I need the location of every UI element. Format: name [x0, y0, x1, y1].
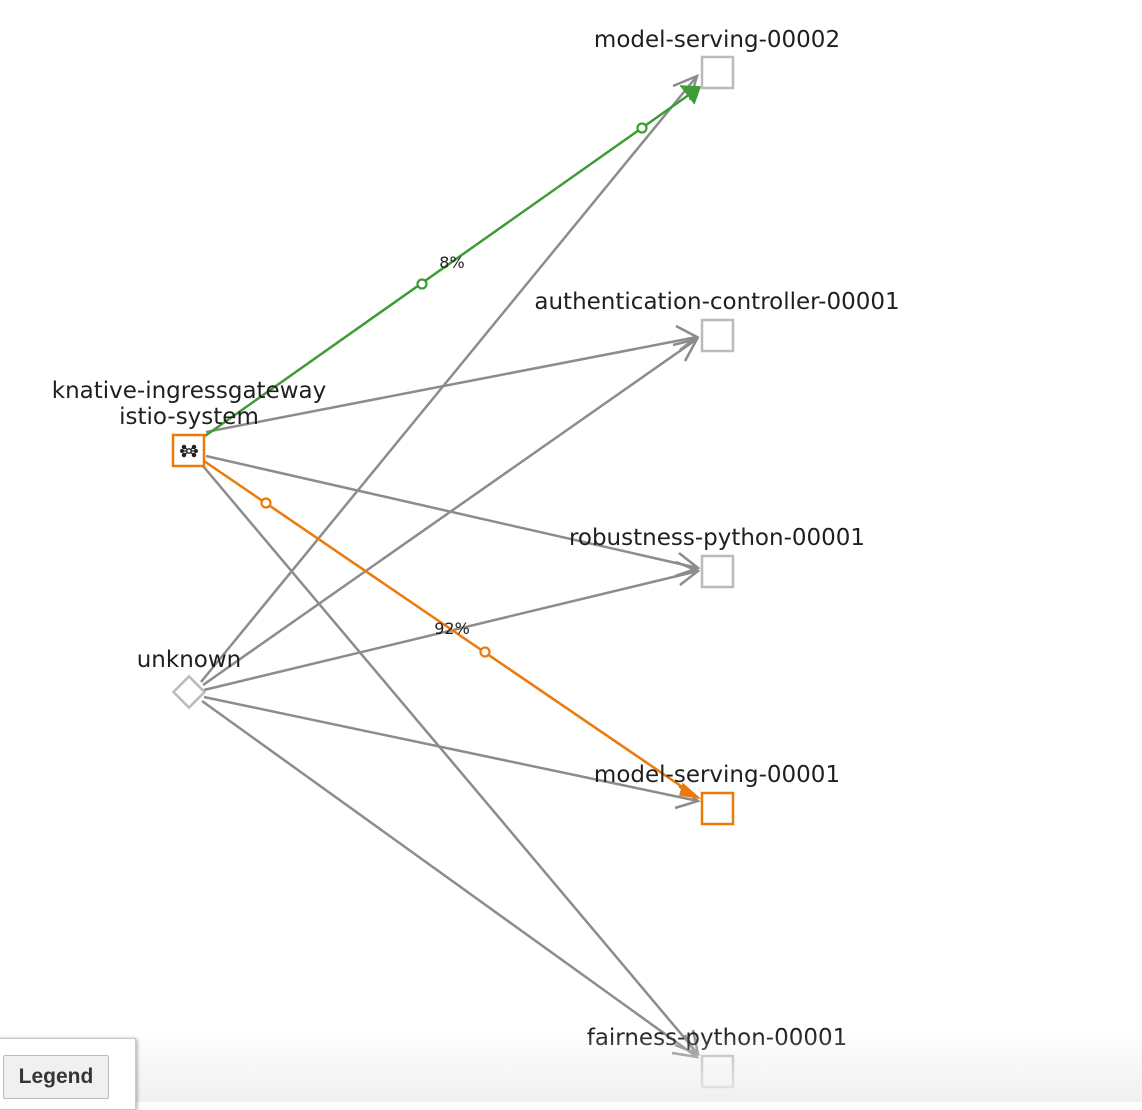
edge-ingress-to-authentication-controller-00001[interactable] — [205, 324, 700, 434]
edge-label-8-percent: 8% — [439, 253, 464, 272]
edge-unknown-to-model-serving-00001[interactable] — [203, 695, 701, 810]
node-model-serving-00001[interactable]: model-serving-00001 — [594, 762, 840, 826]
node-authentication-controller-00001[interactable]: authentication-controller-00001 — [534, 289, 900, 353]
node-knative-ingressgateway[interactable]: knative-ingressgateway istio-system — [52, 378, 326, 468]
edge-label-92-percent: 92% — [434, 619, 470, 638]
node-label-model-serving-00002: model-serving-00002 — [594, 27, 840, 53]
node-label-authentication-controller-00001: authentication-controller-00001 — [534, 289, 899, 315]
node-label-knative-ingressgateway: knative-ingressgateway — [52, 378, 326, 404]
node-unknown[interactable]: unknown — [137, 647, 242, 710]
edge-ingress-to-fairness-python-00001[interactable] — [202, 465, 700, 1057]
legend-button[interactable]: Legend — [3, 1055, 109, 1099]
node-fairness-python-00001[interactable]: fairness-python-00001 — [587, 1025, 848, 1089]
node-label-fairness-python-00001: fairness-python-00001 — [587, 1025, 848, 1051]
edge-ingress-to-model-serving-00002[interactable]: 8% — [204, 85, 702, 438]
node-robustness-python-00001[interactable]: robustness-python-00001 — [569, 525, 865, 589]
edge-ingress-to-robustness-python-00001[interactable] — [205, 454, 701, 578]
edge-ingress-to-model-serving-00001[interactable]: 92% — [203, 459, 702, 800]
node-model-serving-00002[interactable]: model-serving-00002 — [594, 27, 840, 90]
node-label-unknown: unknown — [137, 647, 242, 673]
legend-panel: Legend — [0, 1038, 136, 1110]
node-label-model-serving-00001: model-serving-00001 — [594, 762, 840, 788]
edge-unknown-to-fairness-python-00001[interactable] — [201, 699, 700, 1059]
traffic-animation-dot — [636, 122, 648, 134]
traffic-animation-dot — [260, 497, 272, 509]
node-label-robustness-python-00001: robustness-python-00001 — [569, 525, 865, 551]
traffic-animation-dot — [416, 278, 428, 290]
istio-mesh-icon — [180, 444, 198, 458]
traffic-animation-dot — [479, 646, 491, 658]
node-label-istio-system: istio-system — [119, 404, 259, 430]
